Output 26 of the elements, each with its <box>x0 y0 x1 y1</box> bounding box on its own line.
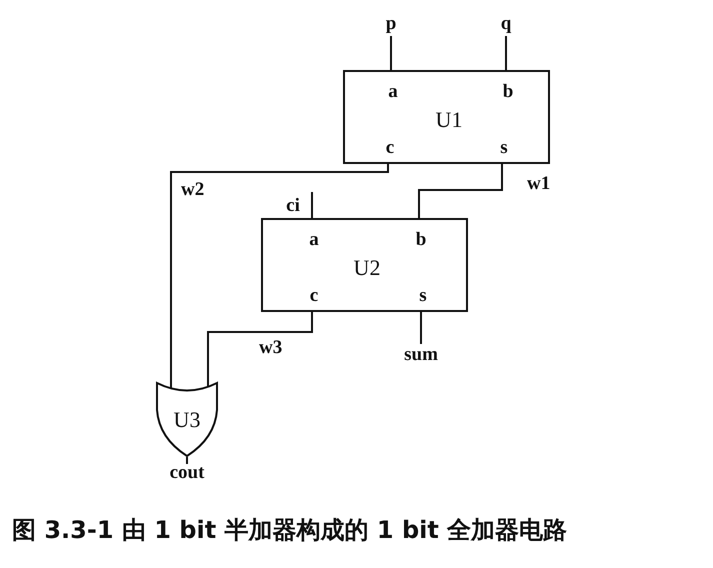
pin-label: a <box>309 230 319 250</box>
input-label: q <box>500 14 512 34</box>
wire <box>505 35 507 70</box>
figure-caption: 图 3.3-1 由 1 bit 半加器构成的 1 bit 全加器电路 <box>12 515 568 546</box>
wire <box>170 163 389 388</box>
gate-label: U3 <box>174 410 200 430</box>
block-name: U2 <box>354 258 380 278</box>
wire <box>418 163 503 218</box>
pin-label: b <box>416 230 426 250</box>
output-label: cout <box>170 463 204 483</box>
half-adder-block <box>261 218 468 312</box>
block-name: U1 <box>436 110 462 130</box>
output-label: sum <box>404 345 438 365</box>
wire <box>390 35 392 70</box>
pin-label: s <box>500 138 508 158</box>
pin-label: b <box>502 82 514 102</box>
half-adder-block <box>343 70 550 164</box>
pin-label: c <box>310 286 318 306</box>
pin-label: s <box>419 286 427 306</box>
pin-label: c <box>386 138 394 158</box>
input-label: ci <box>286 196 300 216</box>
pin-label: a <box>388 82 398 102</box>
wire <box>420 310 422 344</box>
wire <box>186 456 188 464</box>
input-label: p <box>386 14 396 34</box>
wire <box>311 191 313 218</box>
